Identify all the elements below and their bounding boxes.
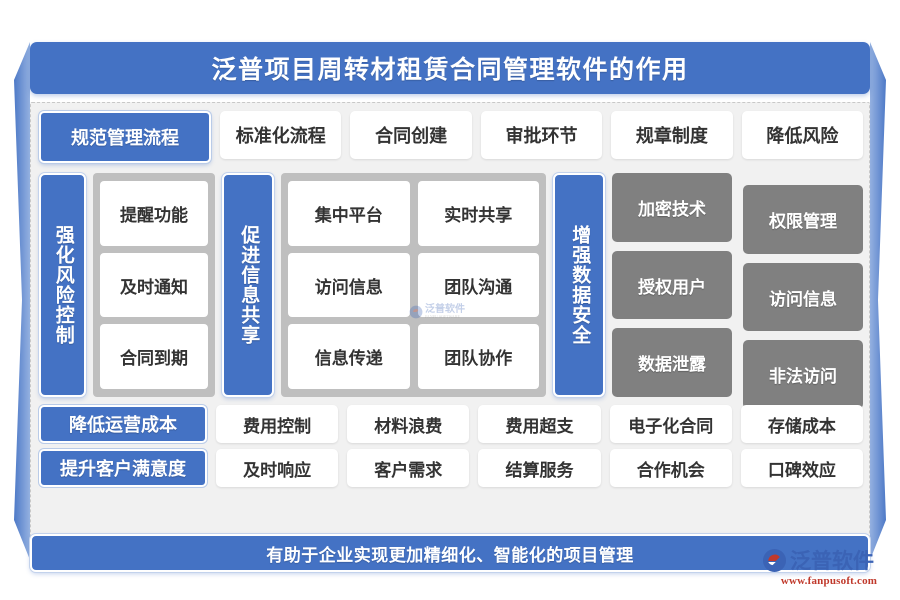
tab-reduce-risk[interactable]: 降低风险	[741, 111, 864, 159]
chip-access-info[interactable]: 访问信息	[288, 252, 410, 318]
page-title: 泛普项目周转材租赁合同管理软件的作用	[211, 57, 689, 84]
chip-label: 访问信息	[314, 277, 383, 297]
chip-label: 客户需求	[374, 460, 443, 480]
chip-label: 费用控制	[243, 416, 312, 436]
chip-label: 费用超支	[505, 416, 574, 436]
top-tab-row: 规范管理流程 标准化流程 合同创建 审批环节 规章制度 降低风险	[39, 111, 864, 163]
chip-row: 集中平台 实时共享	[288, 181, 539, 246]
chip-row: 信息传递 团队协作	[288, 324, 539, 390]
chip-label: 及时通知	[120, 277, 188, 297]
chip-customer-demand[interactable]: 客户需求	[347, 449, 470, 487]
chip-illegal-access[interactable]: 非法访问	[743, 340, 863, 410]
chip-cost-control[interactable]: 费用控制	[216, 405, 339, 443]
tab-standardize-process[interactable]: 规范管理流程	[39, 111, 211, 163]
chip-label: 材料浪费	[374, 416, 443, 436]
chip-label: 信息传递	[314, 349, 383, 369]
row-label-reduce-cost[interactable]: 降低运营成本	[39, 405, 207, 443]
footer-banner: 有助于企业实现更加精细化、智能化的项目管理	[30, 534, 870, 572]
chip-label: 及时响应	[243, 460, 312, 480]
chip-permission-management[interactable]: 权限管理	[743, 185, 863, 254]
chip-info-transfer[interactable]: 信息传递	[288, 324, 410, 390]
brand-logo: 泛普软件 www.fanpusoft.com	[762, 546, 896, 592]
row-label-text: 提升客户满意度	[60, 459, 186, 479]
chip-label: 访问信息	[769, 289, 837, 309]
chip-settlement-service[interactable]: 结算服务	[478, 449, 601, 487]
main-panel: 泛普项目周转材租赁合同管理软件的作用 规范管理流程 标准化流程 合同创建 审批环…	[30, 42, 870, 572]
category-label-data-security[interactable]: 增强数据安全	[553, 173, 605, 397]
chip-label: 实时共享	[444, 205, 513, 225]
chip-label: 授权用户	[638, 277, 706, 297]
chip-team-collaboration[interactable]: 团队协作	[417, 324, 539, 390]
chip-label: 团队沟通	[444, 277, 513, 297]
chip-label: 数据泄露	[638, 355, 706, 375]
chip-authorized-user[interactable]: 授权用户	[612, 250, 732, 320]
chip-timely-notice[interactable]: 及时通知	[100, 252, 208, 318]
chip-label: 提醒功能	[120, 205, 188, 225]
chip-reminder-function[interactable]: 提醒功能	[100, 181, 208, 246]
category-label-risk-control[interactable]: 强化风险控制	[39, 173, 86, 397]
row-reduce-operating-cost: 降低运营成本 费用控制 材料浪费 费用超支 电子化合同 存储	[39, 405, 864, 443]
chip-label: 非法访问	[769, 367, 837, 387]
data-security-group: 加密技术 授权用户 数据泄露 权限管理	[612, 173, 863, 410]
middle-band: 强化风险控制 提醒功能 及时通知 合同到期 促进信息共享	[39, 173, 863, 410]
chip-storage-cost[interactable]: 存储成本	[740, 405, 864, 443]
tab-label: 规章制度	[635, 126, 708, 146]
chip-label: 加密技术	[638, 199, 706, 219]
page-title-bar: 泛普项目周转材租赁合同管理软件的作用	[30, 42, 870, 94]
chip-data-leak[interactable]: 数据泄露	[612, 328, 732, 398]
info-sharing-group: 集中平台 实时共享 访问信息 团队沟通	[281, 173, 546, 397]
category-label-text: 促进信息共享	[238, 225, 260, 345]
tab-label: 标准化流程	[235, 126, 326, 146]
tab-label: 降低风险	[766, 126, 839, 146]
category-label-text: 强化风险控制	[52, 225, 74, 345]
row-label-improve-satisfaction[interactable]: 提升客户满意度	[39, 449, 207, 487]
category-label-info-sharing[interactable]: 促进信息共享	[222, 173, 274, 397]
chip-timely-response[interactable]: 及时响应	[216, 449, 339, 487]
chip-word-of-mouth[interactable]: 口碑效应	[740, 449, 864, 487]
chip-row: 访问信息 团队沟通	[288, 252, 539, 318]
chip-label: 结算服务	[505, 460, 574, 480]
chip-team-communication[interactable]: 团队沟通	[417, 252, 539, 318]
chip-label: 合同到期	[120, 349, 188, 369]
chip-access-info-secure[interactable]: 访问信息	[743, 262, 863, 332]
chip-label: 合作机会	[636, 460, 705, 480]
chip-material-waste[interactable]: 材料浪费	[347, 405, 470, 443]
footer-text: 有助于企业实现更加精细化、智能化的项目管理	[266, 545, 634, 565]
row-improve-satisfaction: 提升客户满意度 及时响应 客户需求 结算服务 合作机会 口碑	[39, 449, 864, 487]
brand-name: 泛普软件	[790, 549, 874, 573]
tab-rules-system[interactable]: 规章制度	[611, 111, 733, 159]
risk-control-group: 提醒功能 及时通知 合同到期	[93, 173, 215, 397]
security-column-2: 权限管理 访问信息 非法访问	[743, 173, 863, 410]
chip-label: 电子化合同	[628, 416, 714, 436]
chip-cooperation-opportunity[interactable]: 合作机会	[609, 449, 732, 487]
brand-url: www.fanpusoft.com	[780, 575, 878, 587]
chip-label: 集中平台	[314, 205, 383, 225]
content-area: 规范管理流程 标准化流程 合同创建 审批环节 规章制度 降低风险	[30, 102, 870, 560]
chip-label: 存储成本	[767, 416, 836, 436]
category-label-text: 增强数据安全	[569, 225, 591, 345]
chip-label: 权限管理	[769, 211, 837, 231]
chip-cost-overrun[interactable]: 费用超支	[478, 405, 601, 443]
chip-electronic-contract[interactable]: 电子化合同	[609, 405, 732, 443]
bottom-rows: 降低运营成本 费用控制 材料浪费 费用超支 电子化合同 存储	[39, 405, 864, 487]
chip-encryption-tech[interactable]: 加密技术	[612, 173, 732, 242]
chip-label: 团队协作	[444, 349, 513, 369]
security-column-1: 加密技术 授权用户 数据泄露	[612, 173, 732, 398]
row-label-text: 降低运营成本	[69, 415, 177, 435]
tab-approval-step[interactable]: 审批环节	[480, 111, 603, 159]
tab-label: 审批环节	[505, 126, 578, 146]
chip-contract-expiry[interactable]: 合同到期	[100, 324, 208, 390]
tab-label: 规范管理流程	[71, 128, 179, 148]
brand-mark-icon	[762, 548, 787, 573]
chip-realtime-sharing[interactable]: 实时共享	[417, 181, 539, 246]
tab-standard-flow[interactable]: 标准化流程	[220, 111, 342, 159]
chip-central-platform[interactable]: 集中平台	[288, 181, 410, 246]
tab-label: 合同创建	[375, 126, 448, 146]
chip-label: 口碑效应	[767, 460, 836, 480]
tab-contract-creation[interactable]: 合同创建	[350, 111, 472, 159]
